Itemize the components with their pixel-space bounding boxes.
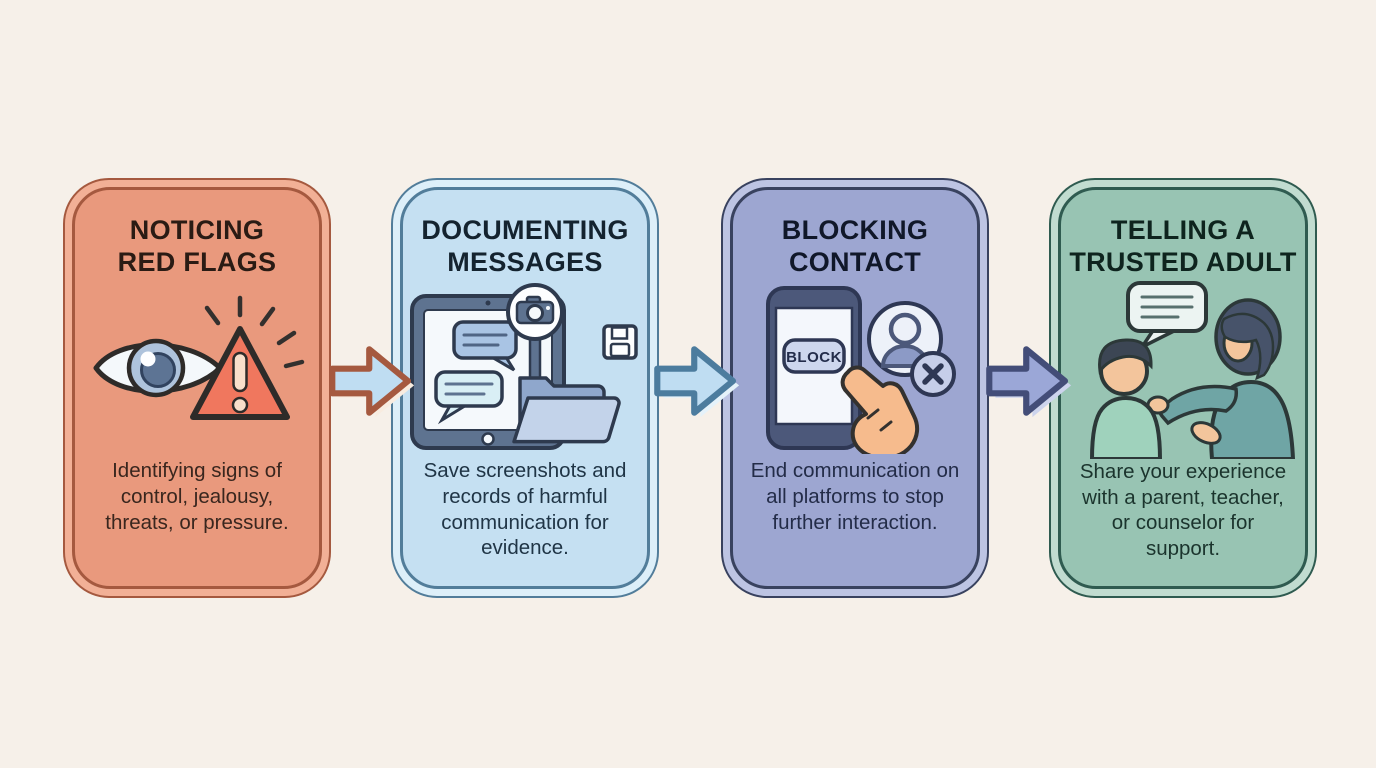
step-card-noticing-red-flags: NOTICING RED FLAGS	[63, 178, 331, 598]
adult-child-talk-icon	[1061, 279, 1305, 459]
card-body: NOTICING RED FLAGS	[72, 187, 322, 589]
adult-child-talk-icon-svg	[1089, 280, 1295, 459]
title-line: DOCUMENTING	[421, 215, 629, 245]
flow-arrow-right-icon	[986, 346, 1072, 418]
card-body: DOCUMENTING MESSAGES	[400, 187, 650, 589]
folder-icon	[511, 376, 621, 444]
block-button-label: BLOCK	[786, 349, 842, 366]
open-hand-icon	[1189, 420, 1222, 445]
step-card-documenting-messages: DOCUMENTING MESSAGES	[391, 178, 659, 598]
eye-warning-icon-svg	[93, 296, 304, 421]
title-line: BLOCKING	[781, 215, 929, 245]
eye-icon	[93, 339, 222, 398]
blocked-user-icon	[867, 301, 956, 398]
warning-triangle-icon	[189, 326, 290, 421]
step-description: End communication on all platforms to st…	[750, 459, 960, 534]
block-contact-icon: BLOCK	[733, 279, 977, 458]
flow-arrow-right-icon	[654, 346, 740, 418]
title-line: RED FLAGS	[117, 247, 277, 278]
chat-bubble-icon	[433, 370, 504, 425]
card-body: BLOCKING CONTACT BLOCK	[730, 187, 980, 589]
screenshot-camera-icon	[505, 283, 564, 342]
title-line: TRUSTED ADULT	[1069, 247, 1297, 278]
step-description: Identifying signs of control, jealousy, …	[105, 459, 289, 534]
card-body: TELLING A TRUSTED ADULT	[1058, 187, 1308, 589]
title-line: TELLING A	[1110, 215, 1256, 245]
block-button: BLOCK	[782, 338, 846, 375]
title-line: CONTACT	[788, 247, 922, 278]
speech-bubble-icon	[1125, 280, 1208, 352]
screenshot-evidence-icon-svg	[409, 283, 638, 451]
block-contact-icon-svg: BLOCK	[766, 286, 956, 455]
step-description: Save screenshots and records of harmful …	[423, 459, 627, 560]
step-description: Share your experience with a parent, tea…	[1079, 459, 1287, 561]
child-figure	[1089, 338, 1162, 459]
screenshot-evidence-icon	[403, 279, 647, 458]
step-title: BLOCKING CONTACT	[782, 214, 928, 279]
tapping-hand-icon	[840, 365, 920, 455]
flow-arrow-right-icon	[329, 346, 415, 418]
step-card-telling-trusted-adult: TELLING A TRUSTED ADULT	[1049, 178, 1317, 598]
chat-bubble-icon	[451, 320, 518, 372]
step-title: TELLING A TRUSTED ADULT	[1069, 214, 1296, 279]
save-floppy-icon	[601, 324, 638, 361]
step-title: DOCUMENTING MESSAGES	[421, 214, 628, 279]
step-card-blocking-contact: BLOCKING CONTACT BLOCK	[721, 178, 989, 598]
adult-figure	[1146, 298, 1295, 459]
x-mark-icon	[922, 363, 944, 386]
eye-warning-icon	[75, 279, 319, 458]
title-line: MESSAGES	[447, 247, 603, 278]
arm-on-shoulder	[1157, 384, 1238, 426]
alert-rays-icon	[204, 296, 304, 369]
title-line: NOTICING	[129, 215, 265, 245]
step-title: NOTICING RED FLAGS	[118, 214, 277, 279]
